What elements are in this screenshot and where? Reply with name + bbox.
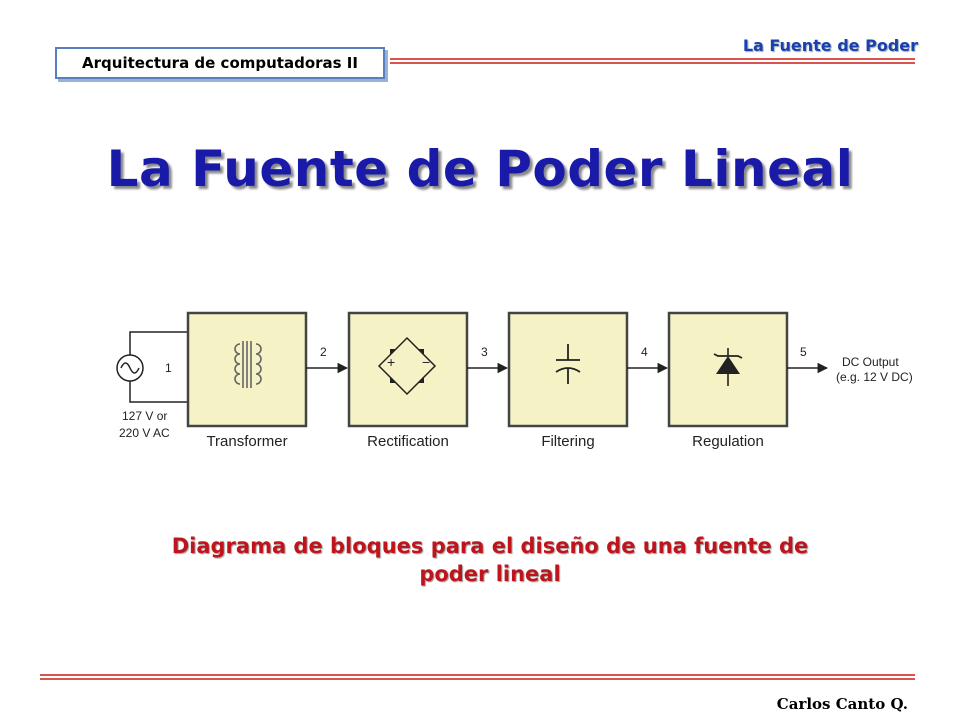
header-divider bbox=[390, 58, 915, 66]
capacitor-icon bbox=[555, 344, 581, 384]
input-voltage-label-1: 127 V or bbox=[122, 409, 167, 423]
transformer-icon bbox=[234, 341, 262, 388]
zener-diode-icon bbox=[713, 348, 743, 386]
output-label-2: (e.g. 12 V DC) bbox=[836, 370, 913, 384]
stage-number-3: 3 bbox=[481, 345, 488, 359]
author-name: Carlos Canto Q. bbox=[776, 695, 908, 713]
minus-sign: − bbox=[422, 354, 430, 370]
input-voltage-label-2: 220 V AC bbox=[119, 426, 170, 440]
bridge-rectifier-icon bbox=[377, 336, 437, 396]
stage-number-4: 4 bbox=[641, 345, 648, 359]
block-label-filtering: Filtering bbox=[541, 433, 594, 450]
block-diagram: 1 127 V or 220 V AC Transformer 2 + − Re… bbox=[116, 311, 913, 450]
plus-sign: + bbox=[387, 354, 395, 370]
slide-title: La Fuente de Poder Lineal bbox=[106, 140, 854, 198]
stage-number-2: 2 bbox=[320, 345, 327, 359]
course-title-box: Arquitectura de computadoras II bbox=[55, 47, 385, 79]
course-title: Arquitectura de computadoras II bbox=[82, 54, 358, 72]
block-label-transformer: Transformer bbox=[206, 433, 287, 450]
rectification-block bbox=[347, 311, 469, 428]
diagram-caption: Diagrama de bloques para el diseño de un… bbox=[171, 534, 809, 586]
footer-divider bbox=[40, 674, 915, 682]
sine-wave-icon bbox=[120, 362, 140, 374]
output-label-1: DC Output bbox=[842, 355, 899, 369]
block-label-rectification: Rectification bbox=[367, 433, 449, 450]
stage-number-5: 5 bbox=[800, 345, 807, 359]
block-label-regulation: Regulation bbox=[692, 433, 764, 450]
topic-title: La Fuente de Poder bbox=[742, 36, 918, 55]
stage-number-1: 1 bbox=[165, 361, 172, 375]
